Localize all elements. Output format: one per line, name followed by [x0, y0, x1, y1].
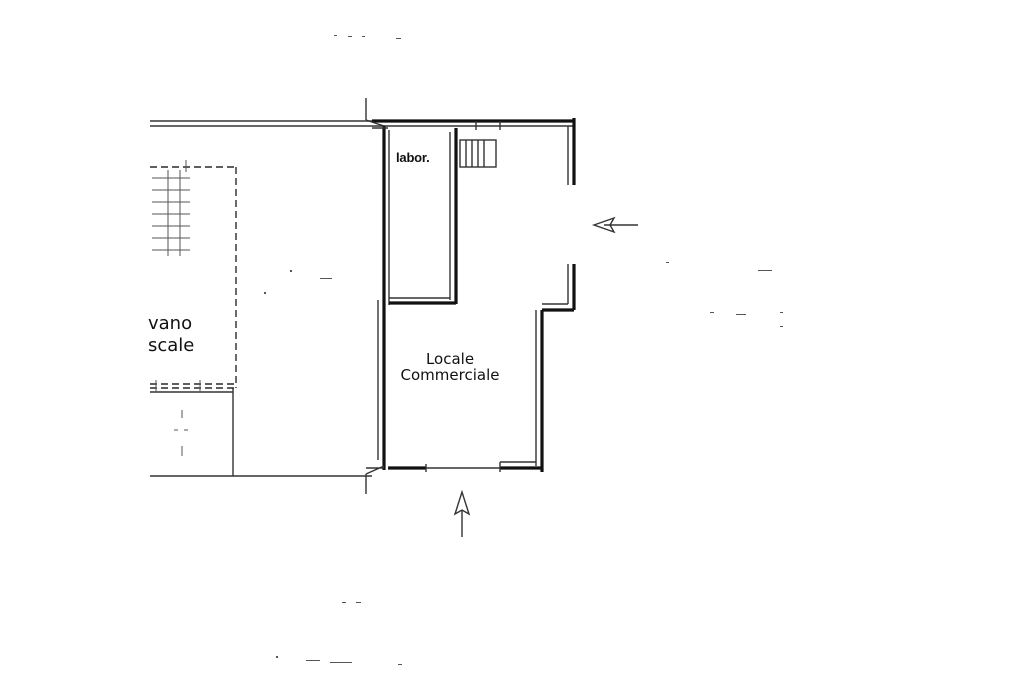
arrow-left-icon: [591, 216, 638, 234]
stairwell-label: vano scale: [148, 313, 194, 357]
stairwell-label-line1: vano: [148, 313, 193, 334]
shop-label-line1: Locale: [425, 350, 475, 368]
arrow-up-icon: [453, 489, 471, 537]
stairwell-outline: [150, 166, 237, 392]
neighbouring-building: [150, 120, 372, 477]
laboratory-label: labor.: [396, 150, 430, 165]
laboratory-walls: [389, 121, 501, 305]
stairwell-label-line2: scale: [148, 335, 195, 356]
scan-noise: [264, 35, 783, 665]
stairwell-marks: [174, 410, 188, 456]
party-wall: [365, 98, 390, 494]
stairwell-steps-icon: [152, 160, 190, 256]
shop-walls: [372, 118, 576, 472]
shop-label: Locale Commerciale: [398, 351, 502, 383]
stairs-icon: [459, 139, 497, 168]
shop-label-line2: Commerciale: [400, 366, 500, 384]
